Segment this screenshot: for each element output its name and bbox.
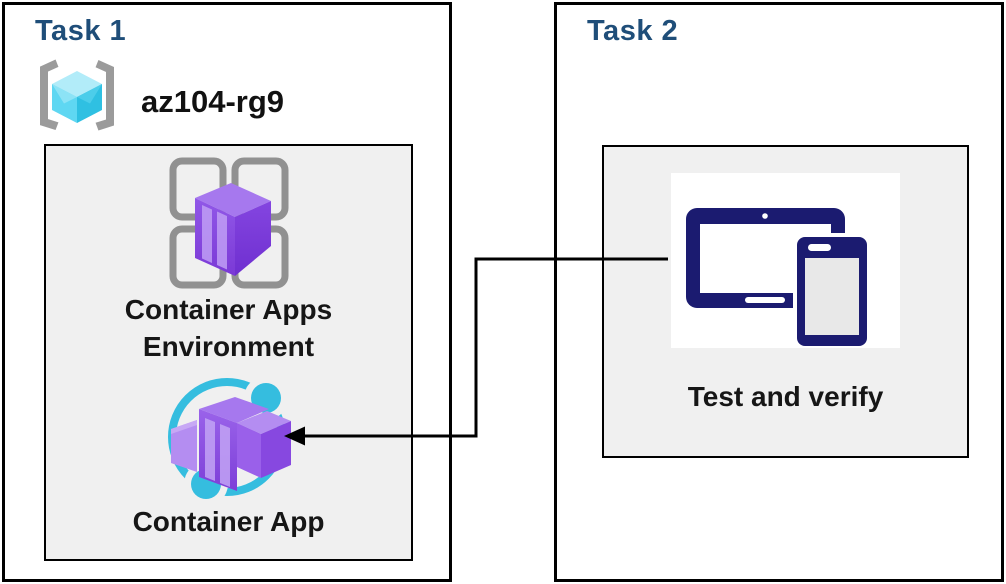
resource-group-icon: [40, 59, 114, 131]
environment-label: Container Apps Environment: [124, 294, 333, 362]
task1-title: Task 1: [35, 15, 127, 47]
container-app-icon: [167, 376, 291, 503]
task2-title: Task 2: [587, 15, 679, 47]
resource-group-name: az104-rg9: [141, 84, 285, 119]
task2-panel: Task 2 Test and verify: [554, 2, 1004, 582]
test-group-box: Test and verify: [602, 145, 969, 458]
container-app-label: Container App: [132, 506, 325, 537]
test-and-verify-label: Test and verify: [687, 381, 884, 412]
container-apps-environment-icon: [169, 157, 288, 289]
task1-panel: Task 1 az104-rg9: [2, 2, 452, 582]
environment-group-box: Container Apps Environment: [44, 144, 413, 561]
resource-group: az104-rg9: [31, 57, 284, 141]
devices-icon-panel: [671, 173, 900, 348]
devices-icon: [686, 208, 871, 348]
